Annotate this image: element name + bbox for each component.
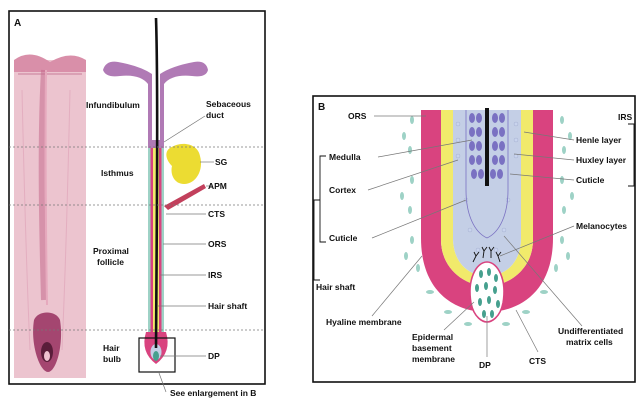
panel-a-letter: A bbox=[14, 18, 21, 29]
label-b-huxley: Huxley layer bbox=[576, 155, 627, 165]
panel-a: A bbox=[9, 11, 265, 398]
label-sebaceous-duct: Sebaceous bbox=[206, 99, 251, 109]
label-hair-shaft: Hair shaft bbox=[208, 301, 247, 311]
label-isthmus: Isthmus bbox=[101, 168, 134, 178]
label-b-ors: ORS bbox=[348, 111, 367, 121]
label-sebaceous-duct-2: duct bbox=[206, 110, 224, 120]
label-b-epidermal: Epidermal bbox=[412, 332, 453, 342]
panel-b: B bbox=[313, 96, 635, 382]
label-b-epidermal-2: basement bbox=[412, 343, 452, 353]
label-b-melanocytes: Melanocytes bbox=[576, 221, 627, 231]
label-hair-bulb: Hair bbox=[103, 343, 120, 353]
label-b-medulla: Medulla bbox=[329, 152, 361, 162]
label-b-epidermal-3: membrane bbox=[412, 354, 455, 364]
label-see-enlargement: See enlargement in B bbox=[170, 388, 256, 398]
label-sg: SG bbox=[215, 157, 228, 167]
label-b-henle: Henle layer bbox=[576, 135, 622, 145]
label-b-cts: CTS bbox=[529, 356, 546, 366]
label-b-hair-shaft: Hair shaft bbox=[316, 282, 355, 292]
label-b-irs: IRS bbox=[618, 112, 633, 122]
label-b-cuticle-left: Cuticle bbox=[329, 233, 358, 243]
label-b-undiff: Undifferentiated bbox=[558, 326, 623, 336]
label-b-undiff-2: matrix cells bbox=[566, 337, 613, 347]
label-ors: ORS bbox=[208, 239, 227, 249]
label-b-hyaline: Hyaline membrane bbox=[326, 317, 402, 327]
label-b-cortex: Cortex bbox=[329, 185, 356, 195]
panel-b-letter: B bbox=[318, 102, 325, 113]
histology-image bbox=[14, 54, 86, 378]
hair-shaft-line bbox=[156, 18, 157, 348]
label-b-cuticle-right: Cuticle bbox=[576, 175, 605, 185]
label-proximal-follicle: Proximal bbox=[93, 246, 129, 256]
label-dp: DP bbox=[208, 351, 220, 361]
label-infundibulum: Infundibulum bbox=[86, 100, 140, 110]
label-irs: IRS bbox=[208, 270, 223, 280]
label-cts: CTS bbox=[208, 209, 225, 219]
dermal-papilla bbox=[470, 262, 504, 322]
label-b-dp: DP bbox=[479, 360, 491, 370]
label-hair-bulb-2: bulb bbox=[103, 354, 121, 364]
label-proximal-follicle-2: follicle bbox=[97, 257, 124, 267]
label-apm: APM bbox=[208, 181, 227, 191]
